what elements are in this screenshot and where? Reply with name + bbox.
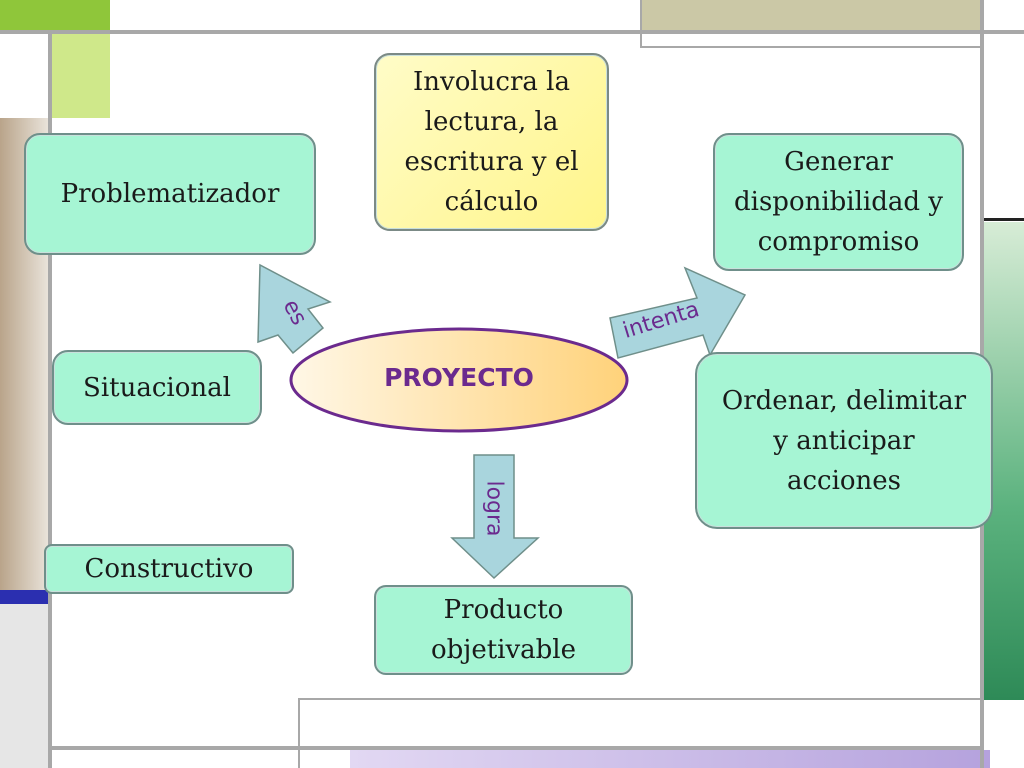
deco-gray-side-left (0, 604, 48, 768)
frame-line-inner-bottom (298, 698, 980, 700)
frame-line-top-right (640, 46, 984, 48)
deco-dark-line-right (984, 218, 1024, 221)
box-generar: Generar disponibilidad y compromiso (713, 133, 964, 271)
box-generar-text: Generar disponibilidad y compromiso (734, 147, 943, 257)
frame-line-inner-bottom-vert (298, 698, 300, 768)
deco-blue-strip-left (0, 590, 48, 604)
arrow-left-es (257, 263, 332, 355)
frame-line-bottom (48, 746, 984, 750)
arrow-label-logra: logra (481, 480, 507, 537)
box-top-lectura: Involucra la lectura, la escritura y el … (374, 53, 609, 231)
deco-lightgreen-block (52, 30, 110, 118)
box-producto: Producto objetivable (374, 585, 633, 675)
center-ellipse (289, 327, 629, 433)
box-problematizador: Problematizador (24, 133, 316, 255)
frame-line-top-right-vert (640, 0, 642, 48)
frame-line-top (0, 30, 1024, 34)
arrow-right-intenta (609, 266, 747, 359)
box-situacional: Situacional (52, 350, 262, 425)
deco-lavender-bottom (350, 750, 990, 768)
box-constructivo-text: Constructivo (84, 554, 254, 584)
box-ordenar-text: Ordenar, delimitar y anticipar acciones (721, 385, 967, 496)
arrow-down-logra (450, 454, 540, 580)
box-top-text: Involucra la lectura, la escritura y el … (404, 67, 579, 217)
deco-tan-bar-top (640, 0, 980, 33)
deco-green-bar-top (0, 0, 110, 30)
box-producto-text: Producto objetivable (430, 595, 577, 665)
box-ordenar: Ordenar, delimitar y anticipar acciones (695, 352, 993, 529)
frame-line-left (48, 30, 52, 768)
box-problematizador-text: Problematizador (60, 179, 280, 209)
box-situacional-text: Situacional (83, 372, 231, 403)
center-label: PROYECTO (384, 363, 534, 392)
box-constructivo: Constructivo (44, 544, 294, 594)
